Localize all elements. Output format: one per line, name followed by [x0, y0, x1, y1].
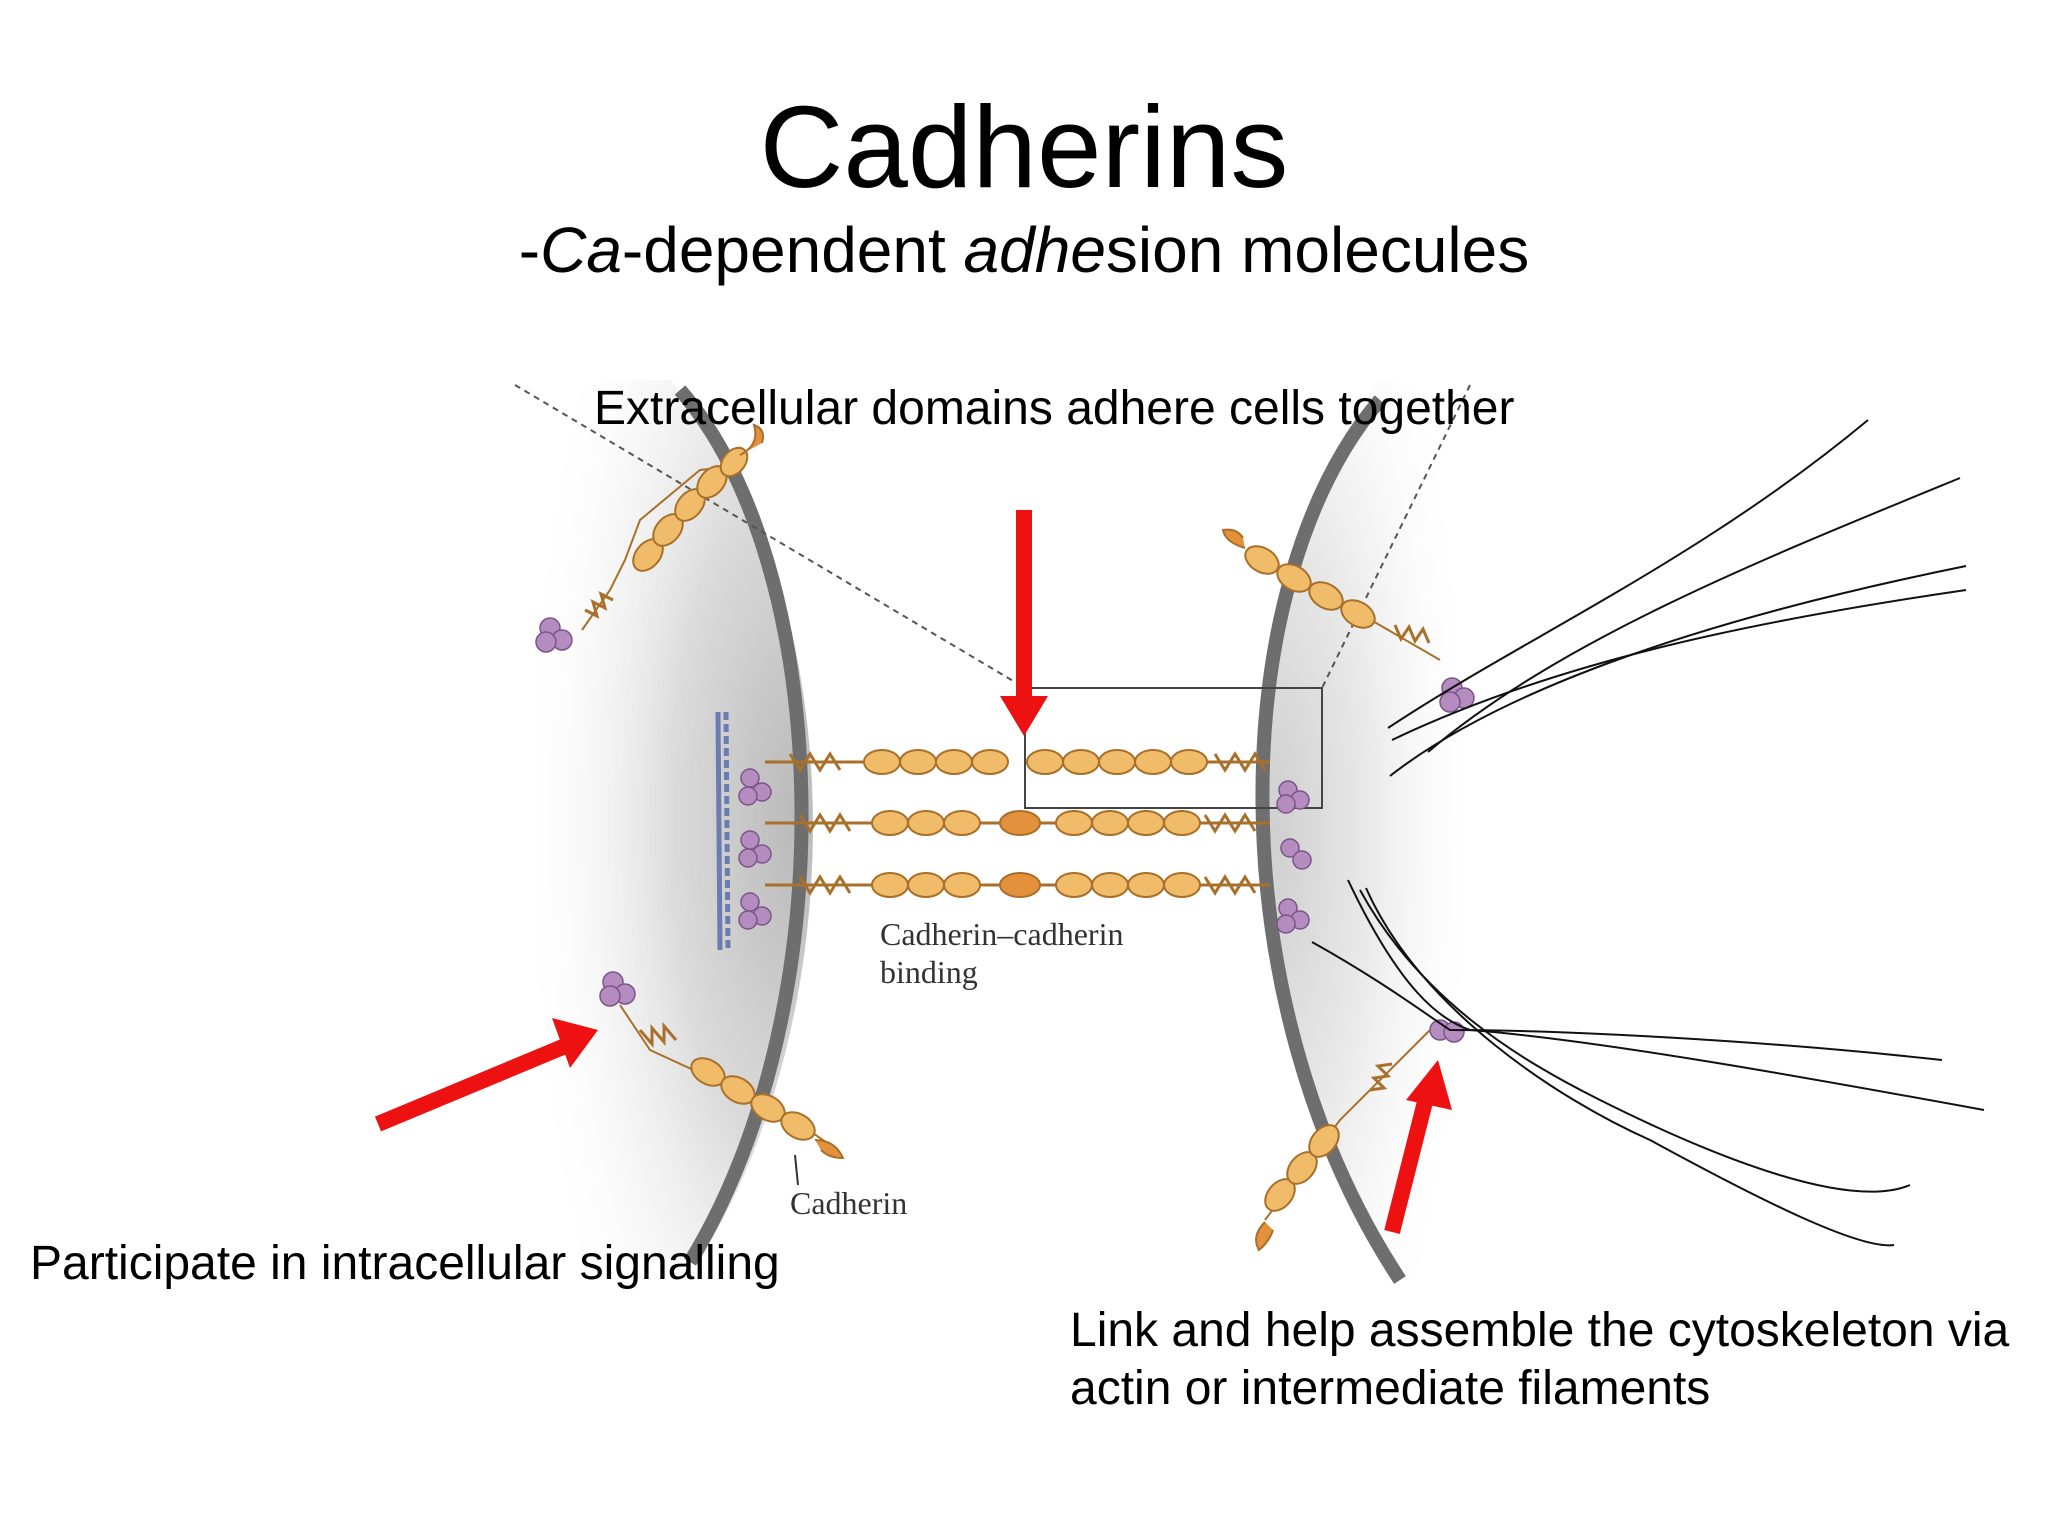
arrow-cytoskeleton — [1384, 1060, 1452, 1234]
left-membrane — [674, 385, 809, 1266]
slide-subtitle: -Ca-dependent adhesion molecules — [518, 214, 1530, 286]
cadherin-lower-right — [1255, 1029, 1431, 1252]
cadherin-pair-3 — [765, 872, 1270, 898]
cadherin-pair-2 — [765, 810, 1270, 836]
cadherin-pair-1 — [765, 749, 1270, 775]
arrow-extracellular — [1000, 510, 1048, 736]
arrow-signalling — [374, 1018, 598, 1132]
binding-label-line2: binding — [880, 954, 978, 990]
extracellular-annotation: Extracellular domains adhere cells toget… — [594, 382, 1515, 435]
cadherin-upper-right — [1221, 528, 1441, 661]
signalling-annotation: Participate in intracellular signalling — [30, 1237, 780, 1290]
cytoskeleton-annotation-line1: Link and help assemble the cytoskeleton … — [1070, 1304, 2010, 1357]
catenin-clusters — [535, 617, 1475, 1043]
cytoskeleton-annotation-line2: actin or intermediate filaments — [1070, 1362, 1711, 1415]
zoom-line-right — [1321, 384, 1471, 689]
zoom-box — [1024, 687, 1323, 809]
cytoskeleton-filaments — [1311, 419, 1985, 1247]
actin-bundle — [715, 711, 731, 951]
cadherin-lower-left — [619, 1004, 845, 1160]
cadherin-label: Cadherin — [790, 1185, 907, 1221]
right-cell — [1255, 380, 1520, 1284]
left-cell — [500, 380, 813, 1266]
slide-title: Cadherins — [759, 82, 1289, 212]
cadherin-upper-left — [581, 423, 764, 631]
binding-label-line1: Cadherin–cadherin — [880, 916, 1123, 952]
